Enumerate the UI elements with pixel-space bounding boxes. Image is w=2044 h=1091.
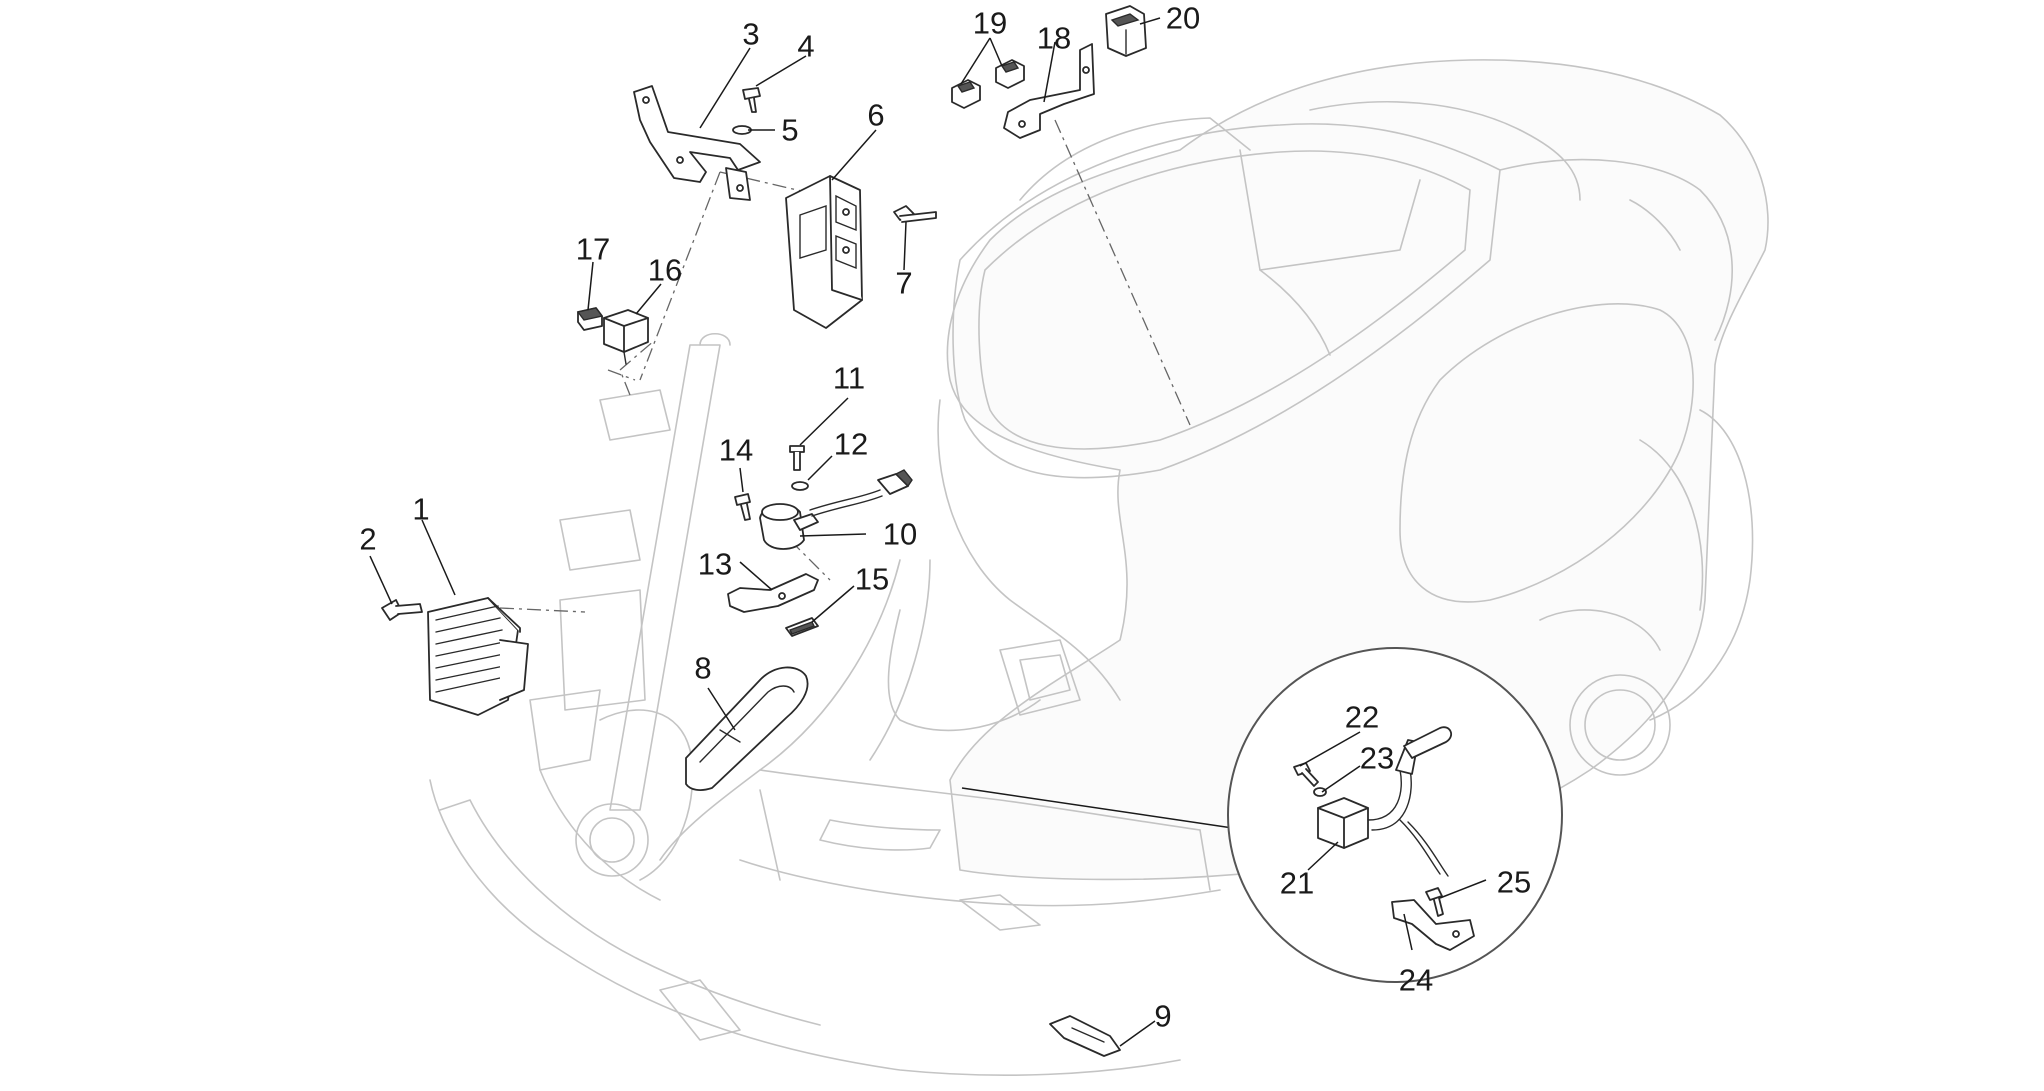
part-10-sensor xyxy=(759,469,913,550)
part-8-side-cover xyxy=(685,666,809,791)
callout-23: 23 xyxy=(1360,741,1394,776)
callout-12: 12 xyxy=(834,427,868,462)
callout-24: 24 xyxy=(1399,963,1433,998)
part-15-clip xyxy=(785,617,819,637)
callout-7: 7 xyxy=(895,266,912,301)
part-2-bolt xyxy=(381,599,423,621)
part-1-voltage-regulator xyxy=(427,597,529,716)
part-7-screw xyxy=(893,205,937,223)
callout-16: 16 xyxy=(648,253,682,288)
part-11-screw xyxy=(789,445,805,471)
part-4-screw xyxy=(742,87,761,113)
part-17-connector xyxy=(576,307,604,331)
part-24-coil-bracket xyxy=(1391,899,1475,951)
part-20-connector-block xyxy=(1105,5,1147,57)
callout-1: 1 xyxy=(412,492,429,527)
callout-13: 13 xyxy=(698,547,732,582)
callout-25: 25 xyxy=(1497,865,1531,900)
part-21-ignition-coil xyxy=(1317,726,1453,877)
part-14-screw xyxy=(734,493,751,521)
callout-21: 21 xyxy=(1280,866,1314,901)
callout-18: 18 xyxy=(1037,21,1071,56)
callout-5: 5 xyxy=(781,113,798,148)
part-25-screw xyxy=(1425,887,1444,917)
part-12-washer xyxy=(791,481,809,491)
callout-17: 17 xyxy=(576,232,610,267)
callout-6: 6 xyxy=(867,98,884,133)
part-13-bracket xyxy=(727,573,819,613)
part-19-switches xyxy=(951,59,1025,109)
callout-15: 15 xyxy=(855,562,889,597)
callout-10: 10 xyxy=(883,517,917,552)
part-16-relay xyxy=(603,309,649,365)
part-18-bracket xyxy=(1003,43,1095,139)
callout-2: 2 xyxy=(359,522,376,557)
part-3-bracket xyxy=(633,85,761,201)
callout-11: 11 xyxy=(833,361,865,396)
part-23-washer xyxy=(1313,787,1327,797)
callout-14: 14 xyxy=(719,433,753,468)
callout-19: 19 xyxy=(973,6,1007,41)
leader-lines xyxy=(369,17,1487,1047)
scooter-body-outline xyxy=(429,59,1769,1077)
detail-inset xyxy=(961,647,1563,983)
callout-4: 4 xyxy=(797,29,814,64)
callout-8: 8 xyxy=(694,651,711,686)
part-9-small-cover xyxy=(1049,1015,1121,1057)
callout-22: 22 xyxy=(1345,700,1379,735)
callout-9: 9 xyxy=(1154,999,1171,1034)
callout-20: 20 xyxy=(1166,1,1200,36)
callout-labels: 1 2 3 4 5 6 7 8 9 10 11 12 13 14 15 16 1… xyxy=(359,1,1531,1034)
callout-3: 3 xyxy=(742,17,759,52)
part-6-control-unit xyxy=(785,175,863,329)
